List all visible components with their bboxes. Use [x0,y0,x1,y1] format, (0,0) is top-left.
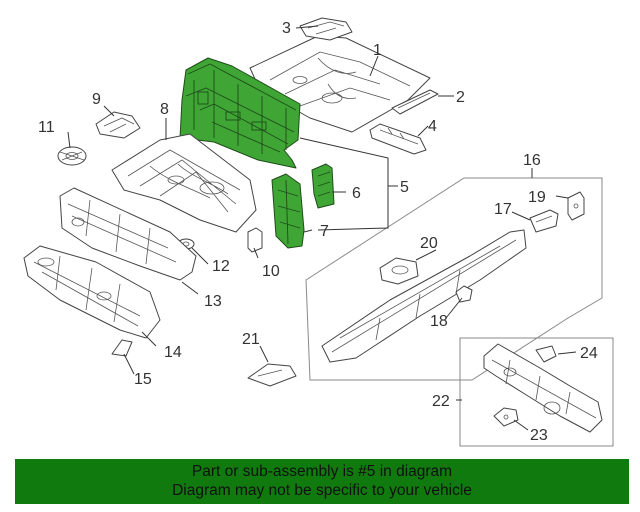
part-20-side-member[interactable] [321,229,527,363]
part-10-clip[interactable] [247,227,263,253]
part-5-rear-panel-assembly[interactable] [179,57,301,169]
part-18-clip[interactable] [455,285,473,303]
part-4-crossmember-strip[interactable] [369,123,427,155]
part-21-bracket[interactable] [247,363,297,387]
banner-line-1: Part or sub-assembly is #5 in diagram [191,463,453,480]
part-13-front-floor-section[interactable] [59,187,197,281]
part-8-center-floor[interactable] [111,133,257,233]
exploded-parts-diagram: 1 2 3 4 5 6 7 8 9 10 11 12 13 14 15 16 1… [23,17,614,447]
part-23-bracket[interactable] [493,407,519,427]
callout-2[interactable]: 2 [456,89,465,106]
callout-24[interactable]: 24 [580,345,598,362]
callout-18[interactable]: 18 [430,313,448,330]
part-17-bracket[interactable] [529,209,559,233]
callout-14[interactable]: 14 [164,344,182,361]
callout-5[interactable]: 5 [400,179,409,196]
callout-22[interactable]: 22 [432,393,450,410]
callout-11[interactable]: 11 [38,119,55,136]
callout-1[interactable]: 1 [373,42,382,59]
callout-10[interactable]: 10 [262,263,280,280]
part-14-front-floor-pan[interactable] [23,245,161,339]
part-crossmember-22[interactable] [483,343,603,433]
callout-12[interactable]: 12 [212,258,230,275]
callout-4[interactable]: 4 [428,118,437,135]
callout-labels: 1 2 3 4 5 6 7 8 9 10 11 12 13 14 15 16 1… [38,20,598,444]
part-7-panel-piece[interactable] [271,173,305,249]
info-banner: Part or sub-assembly is #5 in diagram Di… [15,459,629,504]
callout-3[interactable]: 3 [282,20,291,37]
callout-7[interactable]: 7 [320,223,329,240]
group-box-22 [459,337,614,447]
part-24-bracket[interactable] [535,345,557,363]
part-3-bracket[interactable] [299,17,353,41]
callout-20[interactable]: 20 [420,235,438,252]
callout-8[interactable]: 8 [160,101,169,118]
callout-16[interactable]: 16 [523,152,541,169]
callout-15[interactable]: 15 [134,371,152,388]
banner-line-2: Diagram may not be specific to your vehi… [172,482,472,499]
part-19-bracket[interactable] [567,191,585,221]
group-box-16 [305,177,603,381]
callout-6[interactable]: 6 [352,185,361,202]
part-15-small-bracket[interactable] [111,339,133,357]
callout-23[interactable]: 23 [530,427,548,444]
part-6-panel-piece[interactable] [311,163,335,209]
callout-21[interactable]: 21 [242,331,260,348]
callout-13[interactable]: 13 [204,293,222,310]
callout-17[interactable]: 17 [494,201,512,218]
part-11-grommet[interactable] [57,146,87,166]
callout-19[interactable]: 19 [528,189,546,206]
leader-lines [67,25,577,431]
part-2-reinforcement[interactable] [391,89,439,115]
part-9-bracket[interactable] [95,111,141,139]
callout-9[interactable]: 9 [92,91,101,108]
